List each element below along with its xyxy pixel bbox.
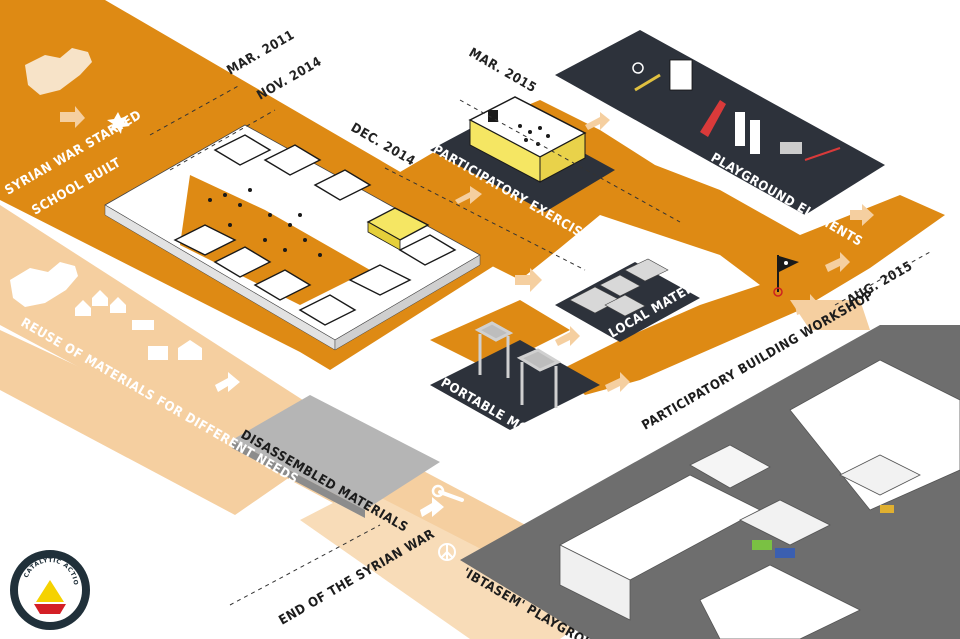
syria-map-icon (25, 48, 92, 95)
materials-pile (569, 258, 669, 317)
playground-buildings (559, 359, 960, 639)
houses-icon (75, 290, 202, 360)
date-mar-2015: MAR. 2015 (466, 45, 539, 96)
portable-module-frames (474, 321, 562, 408)
timeline-dashes (149, 84, 931, 606)
date-mar-2011: MAR. 2011 (225, 28, 298, 79)
catalytic-action-logo: CATALYTIC ACTION (10, 550, 90, 630)
playground-element-icons (632, 59, 841, 161)
disassembled-platform (232, 395, 440, 510)
date-nov-2014: NOV. 2014 (255, 54, 325, 103)
exercise-room (468, 96, 587, 183)
playground-elements-panel (555, 30, 885, 215)
explosion-icon (107, 112, 130, 134)
wrench-icon (431, 484, 464, 502)
flag-icon (773, 255, 799, 297)
end-war-band-2 (300, 488, 600, 639)
peace-icon (438, 543, 456, 561)
arrow-icon (60, 106, 874, 392)
school-building (104, 124, 481, 351)
syria-map-icon (10, 262, 78, 307)
reuse-band-lower (0, 330, 300, 515)
arrow-icon (215, 372, 444, 517)
